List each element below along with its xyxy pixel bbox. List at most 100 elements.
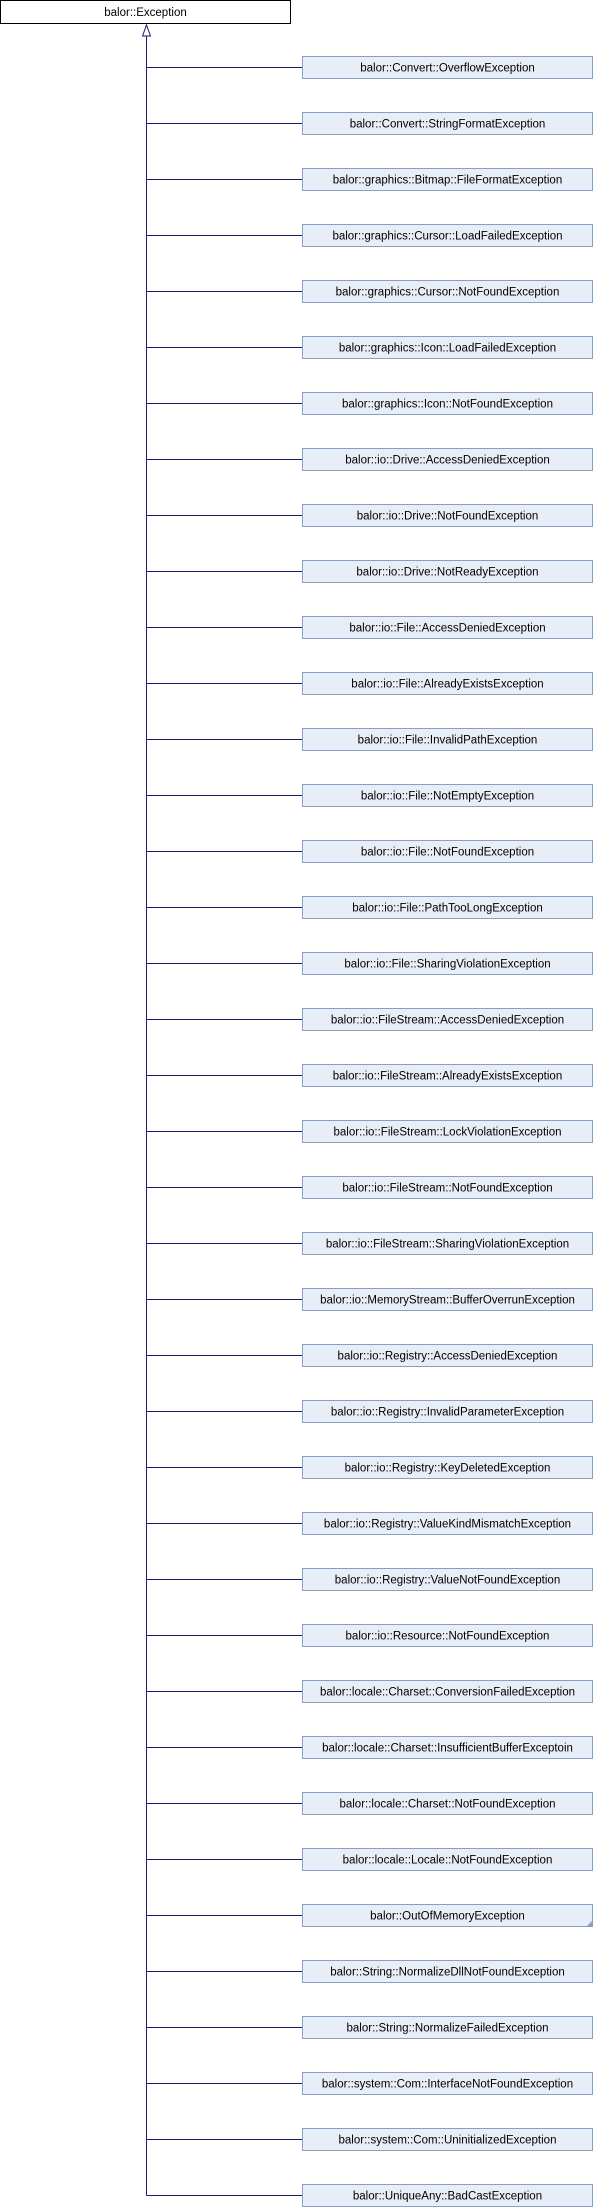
derived-class-node[interactable]: balor::io::Drive::AccessDeniedException — [302, 448, 593, 471]
derived-class-label: balor::locale::Charset::InsufficientBuff… — [322, 1743, 573, 1755]
derived-class-label: balor::io::FileStream::NotFoundException — [342, 1183, 552, 1195]
derived-class-node[interactable]: balor::graphics::Icon::NotFoundException — [302, 392, 593, 415]
derived-class-node[interactable]: balor::io::File::AlreadyExistsException — [302, 672, 593, 695]
derived-class-label: balor::locale::Locale::NotFoundException — [343, 1855, 553, 1867]
derived-class-node[interactable]: balor::io::Registry::ValueKindMismatchEx… — [302, 1512, 593, 1535]
derived-class-node[interactable]: balor::io::File::SharingViolationExcepti… — [302, 952, 593, 975]
derived-class-node[interactable]: balor::graphics::Icon::LoadFailedExcepti… — [302, 336, 593, 359]
derived-class-label: balor::system::Com::InterfaceNotFoundExc… — [322, 2079, 573, 2091]
derived-class-label: balor::io::FileStream::AccessDeniedExcep… — [331, 1015, 564, 1027]
derived-class-node[interactable]: balor::graphics::Cursor::LoadFailedExcep… — [302, 224, 593, 247]
derived-class-node[interactable]: balor::graphics::Cursor::NotFoundExcepti… — [302, 280, 593, 303]
derived-class-node[interactable]: balor::io::FileStream::SharingViolationE… — [302, 1232, 593, 1255]
derived-class-label: balor::io::File::NotEmptyException — [361, 791, 534, 803]
derived-class-node[interactable]: balor::io::Resource::NotFoundException — [302, 1624, 593, 1647]
derived-class-label: balor::locale::Charset::NotFoundExceptio… — [339, 1799, 555, 1811]
derived-class-node[interactable]: balor::graphics::Bitmap::FileFormatExcep… — [302, 168, 593, 191]
derived-class-label: balor::String::NormalizeDllNotFoundExcep… — [330, 1967, 565, 1979]
derived-class-label: balor::Convert::OverflowException — [360, 63, 535, 75]
derived-class-box — [302, 1736, 593, 1759]
derived-class-box — [302, 1288, 593, 1311]
derived-class-box — [302, 616, 593, 639]
derived-class-box — [302, 2072, 593, 2095]
derived-class-box — [302, 2184, 593, 2207]
derived-class-label: balor::io::Registry::AccessDeniedExcepti… — [338, 1351, 558, 1363]
derived-class-label: balor::io::Registry::ValueKindMismatchEx… — [324, 1519, 571, 1531]
derived-class-label: balor::locale::Charset::ConversionFailed… — [320, 1687, 575, 1699]
derived-class-label: balor::String::NormalizeFailedException — [347, 2023, 549, 2035]
derived-class-label: balor::io::File::InvalidPathException — [358, 735, 538, 747]
derived-class-box — [302, 1176, 593, 1199]
derived-class-node[interactable]: balor::io::Registry::AccessDeniedExcepti… — [302, 1344, 593, 1367]
derived-class-label: balor::io::Registry::InvalidParameterExc… — [331, 1407, 564, 1419]
derived-class-node[interactable]: balor::Convert::OverflowException — [302, 56, 593, 79]
derived-class-box — [302, 1512, 593, 1535]
derived-class-box — [302, 1232, 593, 1255]
derived-class-label: balor::io::Registry::KeyDeletedException — [345, 1463, 551, 1475]
derived-class-node[interactable]: balor::io::Registry::KeyDeletedException — [302, 1456, 593, 1479]
derived-class-label: balor::io::File::AlreadyExistsException — [351, 679, 543, 691]
derived-class-box — [302, 840, 593, 863]
derived-class-node[interactable]: balor::io::FileStream::AccessDeniedExcep… — [302, 1008, 593, 1031]
derived-class-node[interactable]: balor::locale::Charset::NotFoundExceptio… — [302, 1792, 593, 1815]
root-class-box — [0, 0, 291, 24]
derived-class-box — [302, 168, 593, 191]
derived-class-label: balor::graphics::Cursor::LoadFailedExcep… — [332, 231, 562, 243]
derived-class-label: balor::io::Drive::NotFoundException — [357, 511, 539, 523]
derived-class-node[interactable]: balor::locale::Charset::InsufficientBuff… — [302, 1736, 593, 1759]
root-class-node[interactable]: balor::Exception — [0, 0, 291, 24]
derived-class-node[interactable]: balor::system::Com::InterfaceNotFoundExc… — [302, 2072, 593, 2095]
derived-class-box — [302, 336, 593, 359]
derived-class-label: balor::Convert::StringFormatException — [350, 119, 546, 131]
derived-class-box — [302, 896, 593, 919]
derived-class-box — [302, 1568, 593, 1591]
derived-class-node[interactable]: balor::io::File::NotFoundException — [302, 840, 593, 863]
derived-class-node[interactable]: balor::io::Registry::ValueNotFoundExcept… — [302, 1568, 593, 1591]
derived-class-label: balor::io::File::AccessDeniedException — [349, 623, 545, 635]
derived-class-label: balor::io::FileStream::AlreadyExistsExce… — [333, 1071, 562, 1083]
derived-class-node[interactable]: balor::io::Drive::NotReadyException — [302, 560, 593, 583]
derived-class-node[interactable]: balor::io::File::NotEmptyException — [302, 784, 593, 807]
inheritance-arrowhead — [141, 23, 152, 37]
derived-class-box — [302, 224, 593, 247]
derived-class-label: balor::graphics::Icon::LoadFailedExcepti… — [339, 343, 556, 355]
derived-class-node[interactable]: balor::io::FileStream::NotFoundException — [302, 1176, 593, 1199]
derived-class-node[interactable]: balor::io::FileStream::LockViolationExce… — [302, 1120, 593, 1143]
derived-class-box — [302, 672, 593, 695]
derived-class-box — [302, 1680, 593, 1703]
derived-class-node[interactable]: balor::io::File::AccessDeniedException — [302, 616, 593, 639]
derived-class-node[interactable]: balor::io::FileStream::AlreadyExistsExce… — [302, 1064, 593, 1087]
derived-class-box — [302, 1456, 593, 1479]
derived-class-label: balor::io::File::NotFoundException — [361, 847, 534, 859]
derived-class-node[interactable]: balor::Convert::StringFormatException — [302, 112, 593, 135]
derived-class-nodes: balor::Convert::OverflowExceptionbalor::… — [302, 56, 593, 2207]
derived-class-node[interactable]: balor::String::NormalizeDllNotFoundExcep… — [302, 1960, 593, 1983]
derived-class-node[interactable]: balor::locale::Locale::NotFoundException — [302, 1848, 593, 1871]
derived-class-box — [302, 392, 593, 415]
derived-class-node[interactable]: balor::io::MemoryStream::BufferOverrunEx… — [302, 1288, 593, 1311]
inheritance-edges — [141, 23, 303, 2196]
derived-class-box — [302, 448, 593, 471]
derived-class-node[interactable]: balor::io::File::PathTooLongException — [302, 896, 593, 919]
derived-class-box — [302, 1848, 593, 1871]
derived-class-label: balor::graphics::Icon::NotFoundException — [342, 399, 553, 411]
derived-class-node[interactable]: balor::io::Drive::NotFoundException — [302, 504, 593, 527]
derived-class-box — [302, 56, 593, 79]
derived-class-box — [302, 1064, 593, 1087]
derived-class-node[interactable]: balor::OutOfMemoryException — [302, 1904, 593, 1927]
derived-class-node[interactable]: balor::locale::Charset::ConversionFailed… — [302, 1680, 593, 1703]
derived-class-node[interactable]: balor::String::NormalizeFailedException — [302, 2016, 593, 2039]
derived-class-box — [302, 1344, 593, 1367]
derived-class-label: balor::io::MemoryStream::BufferOverrunEx… — [320, 1295, 575, 1307]
derived-class-node[interactable]: balor::io::Registry::InvalidParameterExc… — [302, 1400, 593, 1423]
derived-class-label: balor::io::FileStream::LockViolationExce… — [334, 1127, 562, 1139]
derived-class-box — [302, 504, 593, 527]
derived-class-box — [302, 1960, 593, 1983]
derived-class-node[interactable]: balor::io::File::InvalidPathException — [302, 728, 593, 751]
derived-class-label: balor::UniqueAny::BadCastException — [353, 2191, 542, 2203]
derived-class-label: balor::io::Drive::AccessDeniedException — [345, 455, 550, 467]
derived-class-node[interactable]: balor::system::Com::UninitializedExcepti… — [302, 2128, 593, 2151]
root-class-label: balor::Exception — [104, 7, 186, 19]
derived-class-box — [302, 952, 593, 975]
derived-class-node[interactable]: balor::UniqueAny::BadCastException — [302, 2184, 593, 2207]
